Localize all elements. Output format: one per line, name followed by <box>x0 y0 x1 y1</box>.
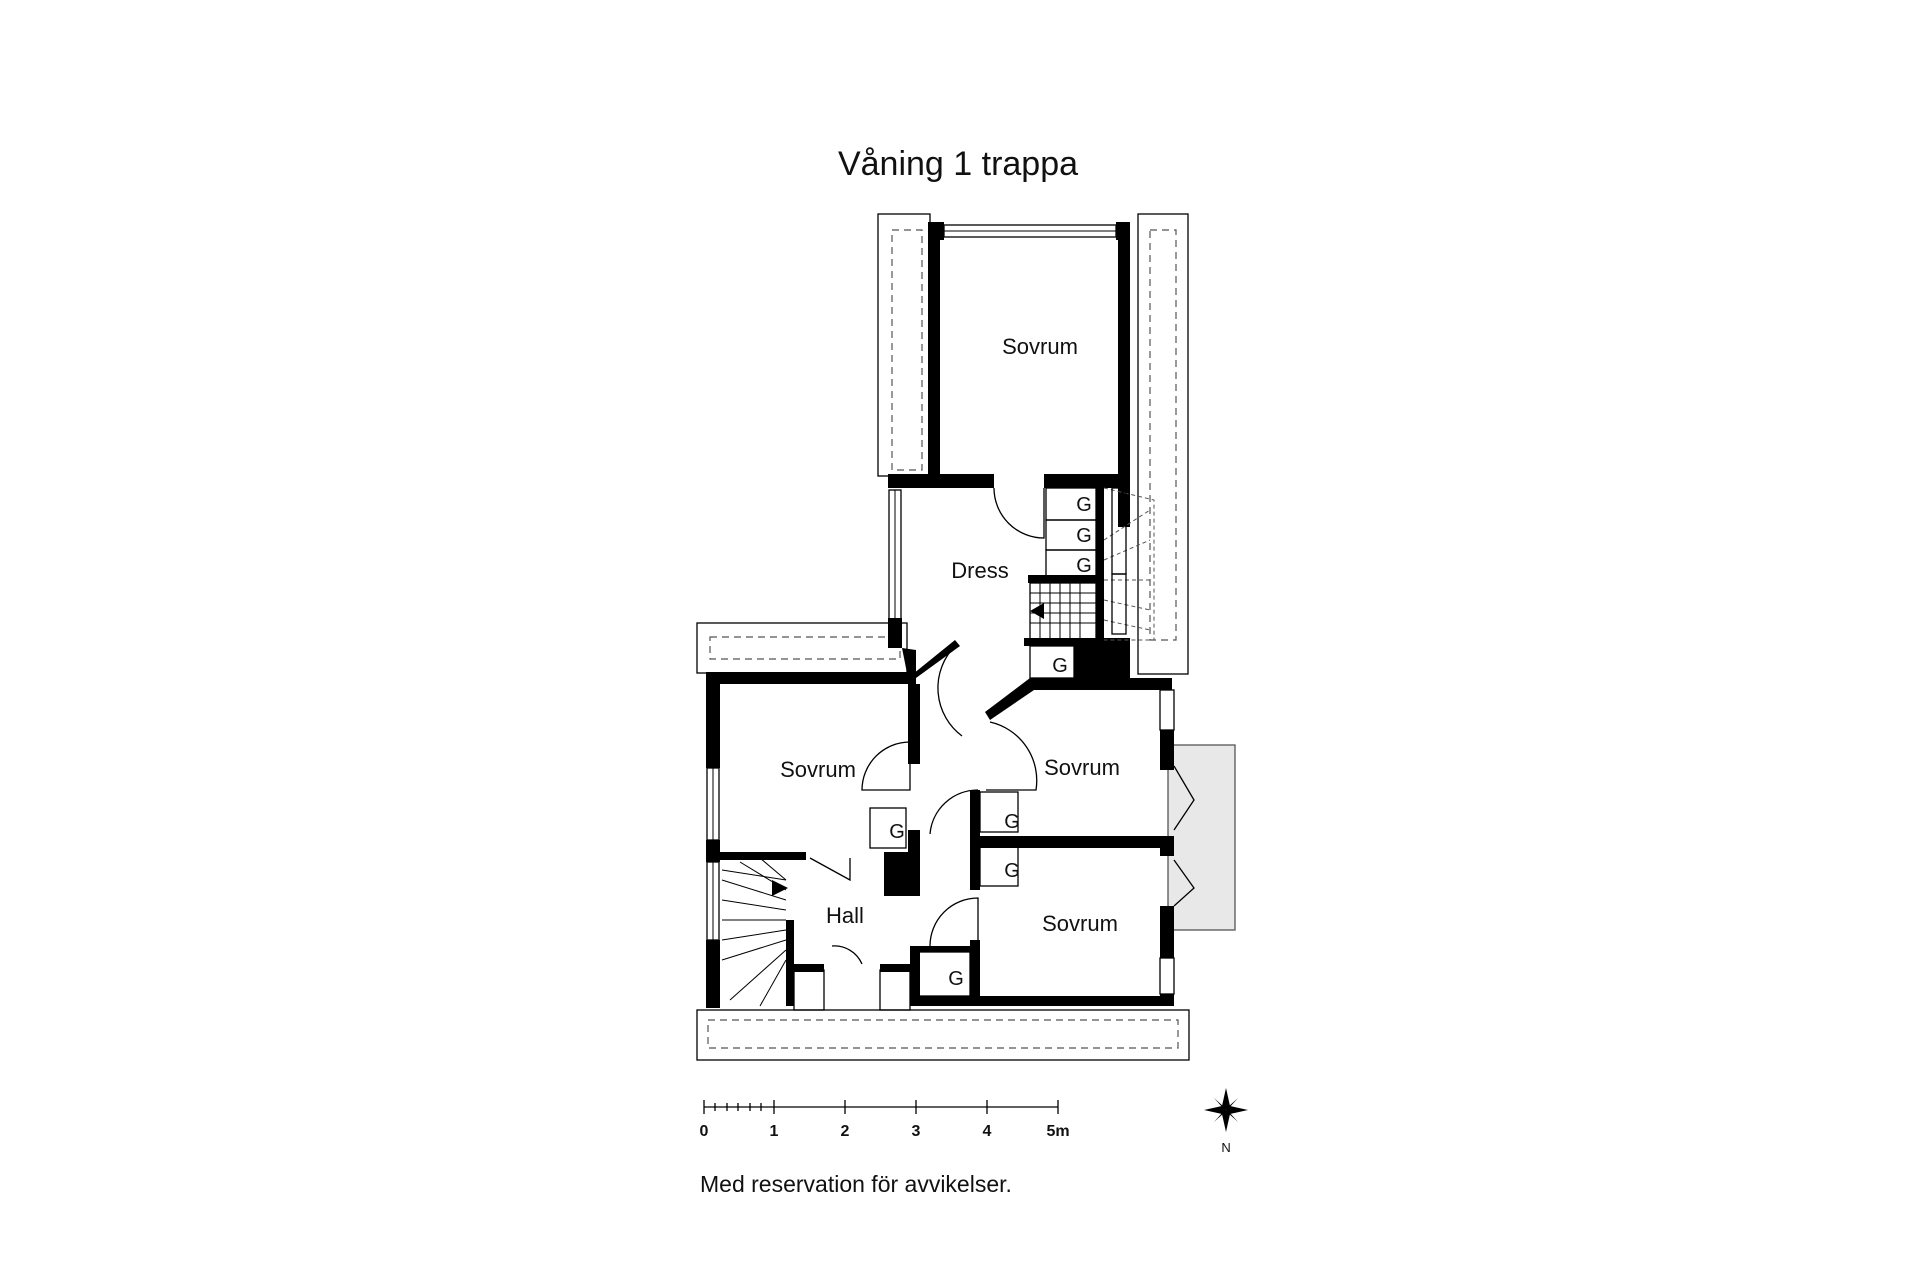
closet-label: G <box>1076 525 1092 547</box>
scale-label: 3 <box>912 1123 921 1140</box>
room-label-sovrum-top: Sovrum <box>1002 334 1078 359</box>
door-swings <box>809 487 1195 965</box>
disclaimer-note: Med reservation för avvikelser. <box>700 1171 1012 1197</box>
closet-label: G <box>1052 655 1068 677</box>
scale-label: 1 <box>770 1123 779 1140</box>
scale-label: 0 <box>700 1123 709 1140</box>
closet-label: G <box>948 968 964 990</box>
scale-label: 4 <box>983 1123 992 1140</box>
closet-label: G <box>1004 860 1020 882</box>
scale-bar: 0 1 2 3 4 5m <box>700 1100 1070 1140</box>
room-label-sovrum-right-lower: Sovrum <box>1042 911 1118 936</box>
walls <box>706 222 1175 1011</box>
room-label-sovrum-right-upper: Sovrum <box>1044 755 1120 780</box>
room-label-sovrum-left: Sovrum <box>780 757 856 782</box>
closet-label: G <box>1076 494 1092 516</box>
scale-label: 2 <box>841 1123 850 1140</box>
closet-label: G <box>1076 555 1092 577</box>
closet-label: G <box>1004 811 1020 833</box>
room-label-dress: Dress <box>951 558 1008 583</box>
compass-icon: N <box>1204 1088 1248 1155</box>
scale-label: 5m <box>1046 1123 1069 1140</box>
compass-label: N <box>1221 1140 1230 1155</box>
page-title: Våning 1 trappa <box>838 145 1078 183</box>
closet-label: G <box>889 821 905 843</box>
room-label-hall: Hall <box>826 903 864 928</box>
